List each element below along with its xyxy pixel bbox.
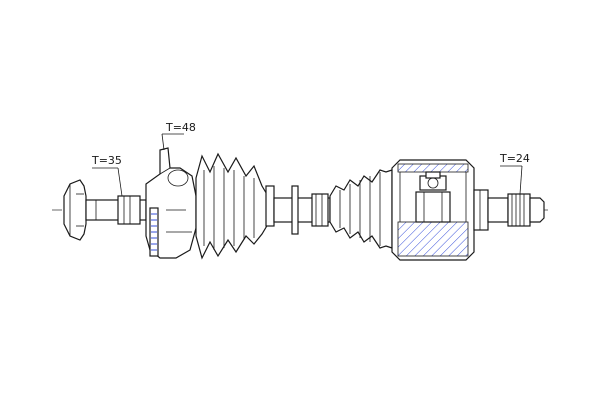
inner-boot <box>329 169 393 249</box>
outer-boot <box>195 152 275 260</box>
t-middle-label: T=48 <box>165 121 196 134</box>
t-middle-callout: T=48 <box>161 121 196 151</box>
t-left-label: T=35 <box>91 154 122 167</box>
outer-cv-joint <box>145 147 197 259</box>
t-right-label: T=24 <box>499 152 530 165</box>
middle-shaft <box>273 185 331 235</box>
inner-joint-housing <box>391 159 475 261</box>
abs-ring <box>151 213 157 251</box>
t-right-callout: T=24 <box>499 152 530 195</box>
hub-flange <box>63 179 87 241</box>
right-stub-shaft <box>473 189 545 231</box>
t-left-callout: T=35 <box>91 154 123 197</box>
tripod-spider <box>415 171 451 223</box>
stub-shaft <box>85 195 147 225</box>
